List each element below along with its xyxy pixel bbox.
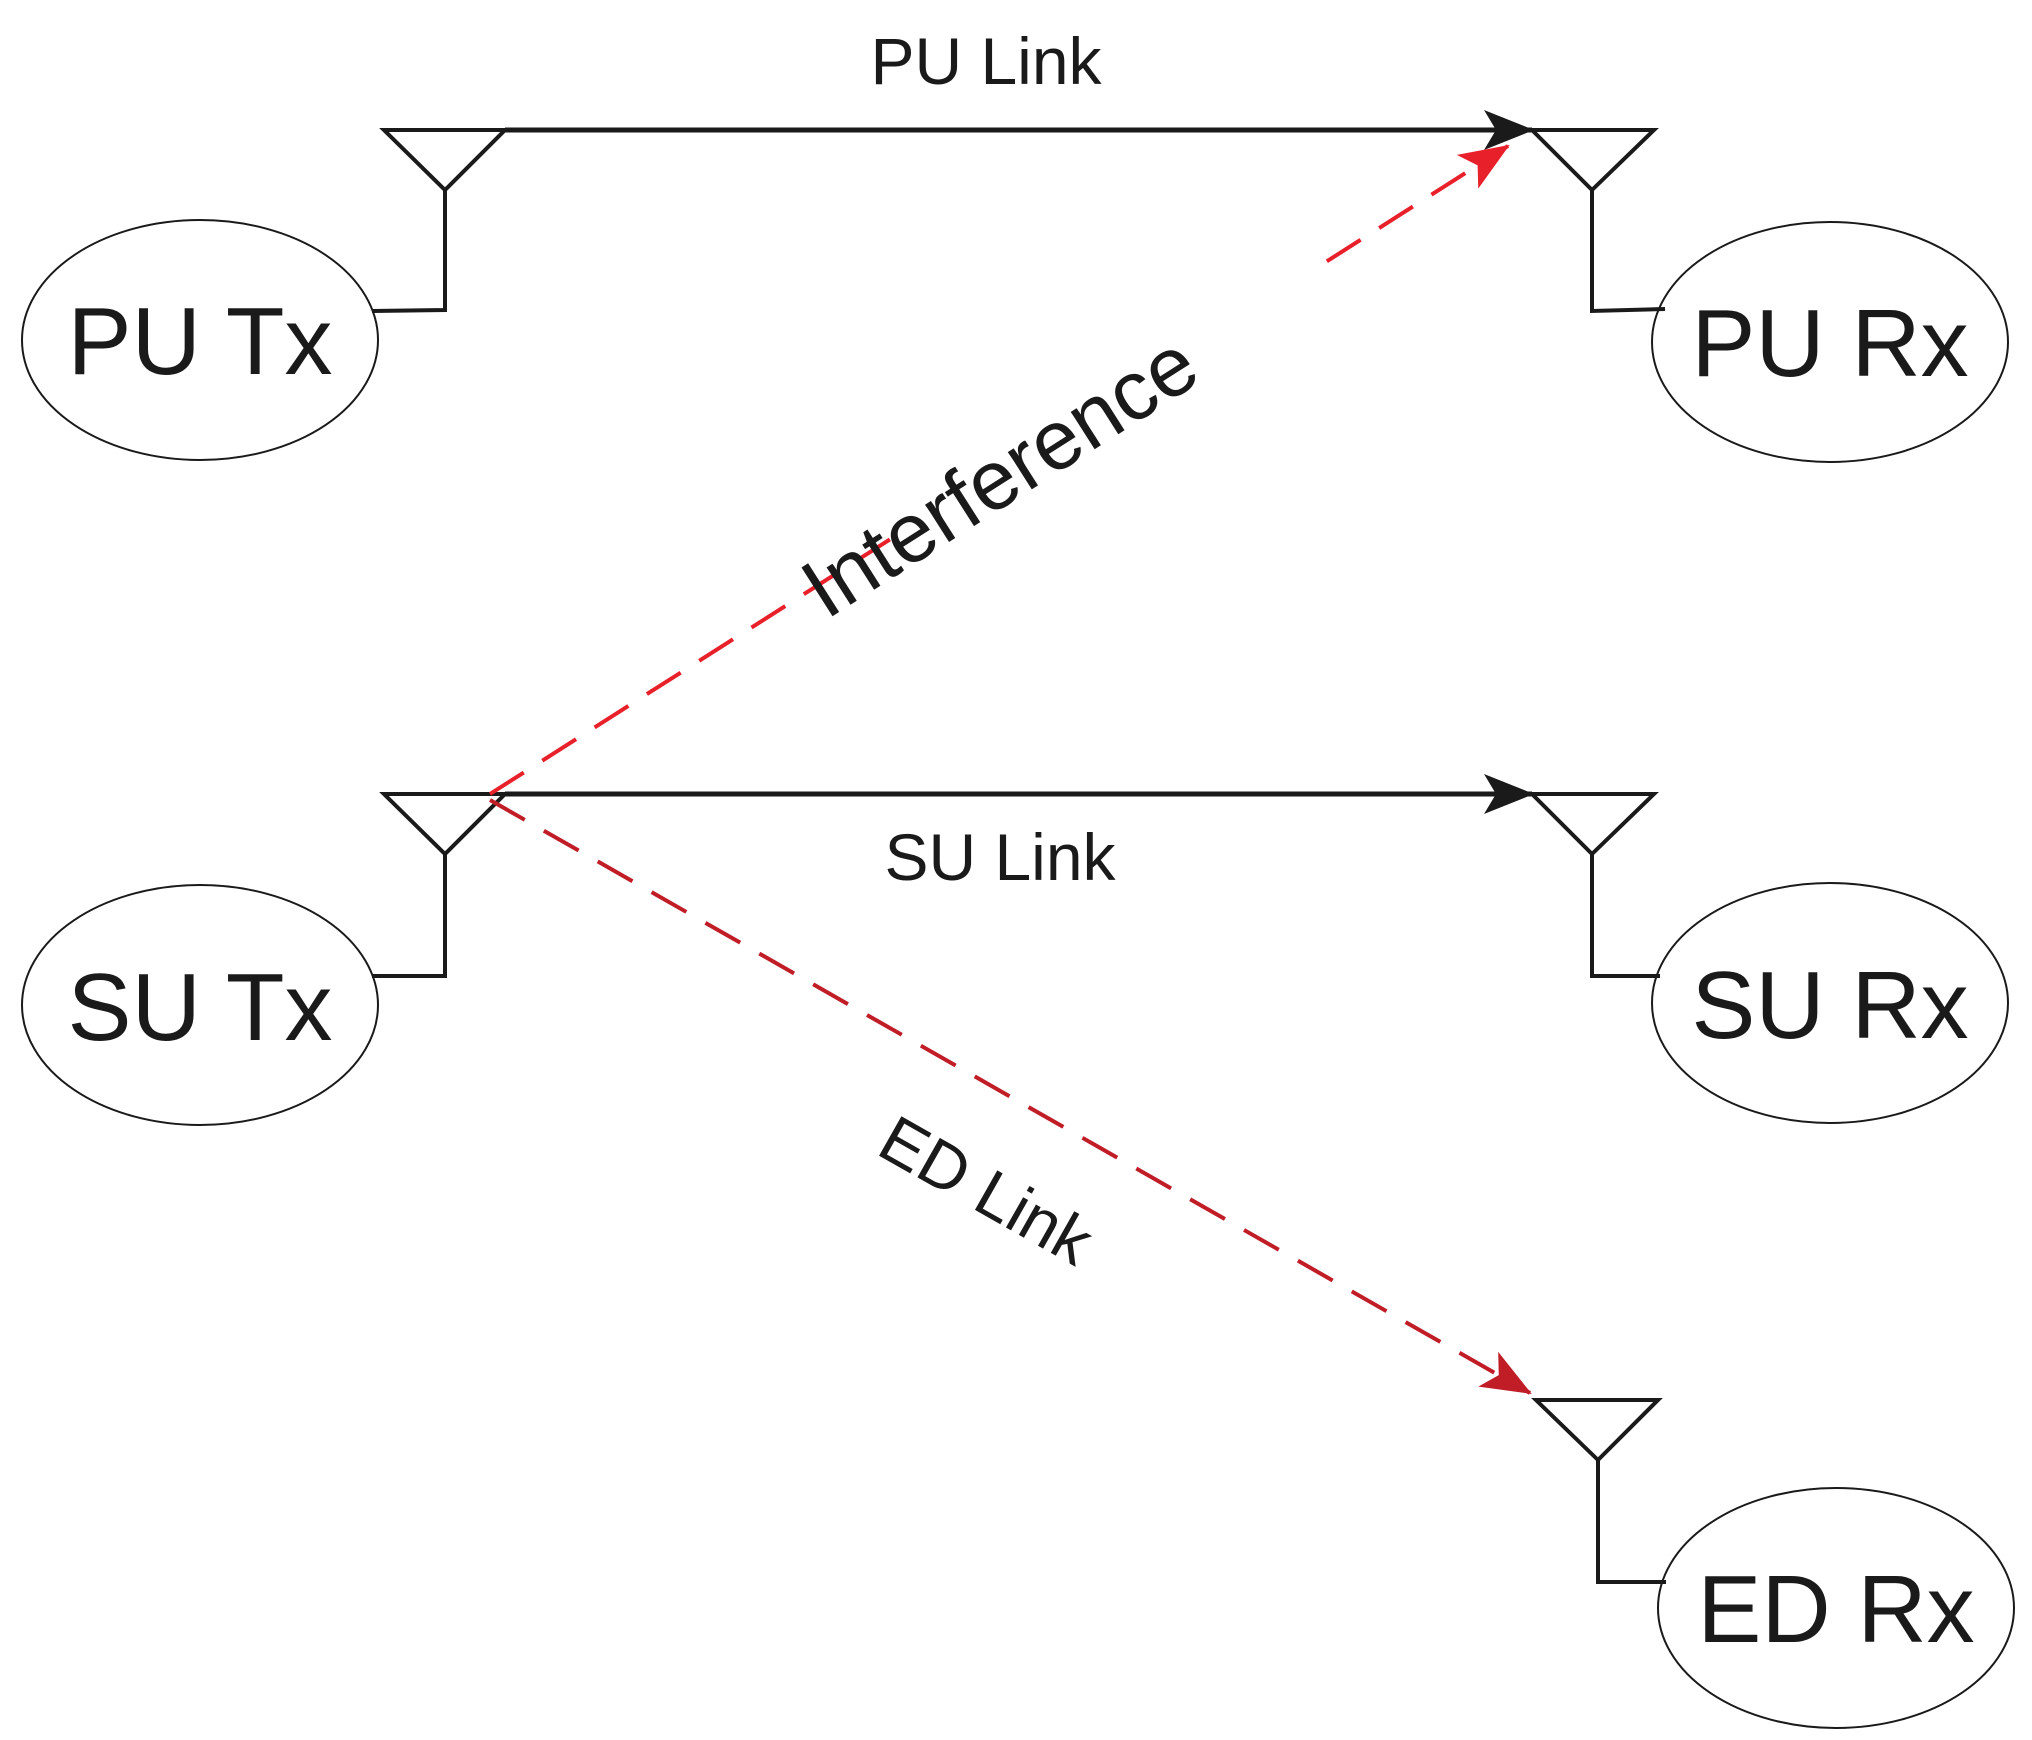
pu-tx-label: PU Tx bbox=[68, 288, 333, 395]
pu-tx-ellipse bbox=[21, 219, 379, 461]
su-tx-antenna bbox=[372, 792, 510, 978]
ed-link-label: ED Link bbox=[868, 1101, 1106, 1280]
ed-rx-ellipse bbox=[1657, 1487, 2015, 1729]
node-su-tx: SU Tx bbox=[21, 884, 379, 1126]
ed-rx-antenna bbox=[1531, 1398, 1666, 1584]
pu-tx-antenna bbox=[371, 128, 510, 313]
su-rx-antenna bbox=[1527, 792, 1660, 978]
pu-rx-ellipse bbox=[1651, 221, 2009, 463]
su-tx-label: SU Tx bbox=[68, 954, 333, 1061]
ed-rx-label: ED Rx bbox=[1697, 1556, 1974, 1663]
interference-label: Interference bbox=[785, 315, 1214, 635]
pu-rx-label: PU Rx bbox=[1691, 290, 1968, 397]
ed-link-arrow bbox=[489, 798, 1532, 1395]
node-ed-rx: ED Rx bbox=[1657, 1487, 2015, 1729]
node-pu-rx: PU Rx bbox=[1651, 221, 2009, 463]
su-rx-ellipse bbox=[1651, 882, 2009, 1124]
interference-label-bg bbox=[870, 235, 1341, 581]
interference-arrow bbox=[488, 144, 1510, 796]
node-pu-tx: PU Tx bbox=[21, 219, 379, 461]
su-link-label: SU Link bbox=[884, 820, 1116, 894]
node-su-rx: SU Rx bbox=[1651, 882, 2009, 1124]
su-rx-label: SU Rx bbox=[1691, 952, 1968, 1059]
pu-rx-antenna bbox=[1527, 128, 1666, 314]
pu-link-label: PU Link bbox=[870, 24, 1102, 98]
su-tx-ellipse bbox=[21, 884, 379, 1126]
